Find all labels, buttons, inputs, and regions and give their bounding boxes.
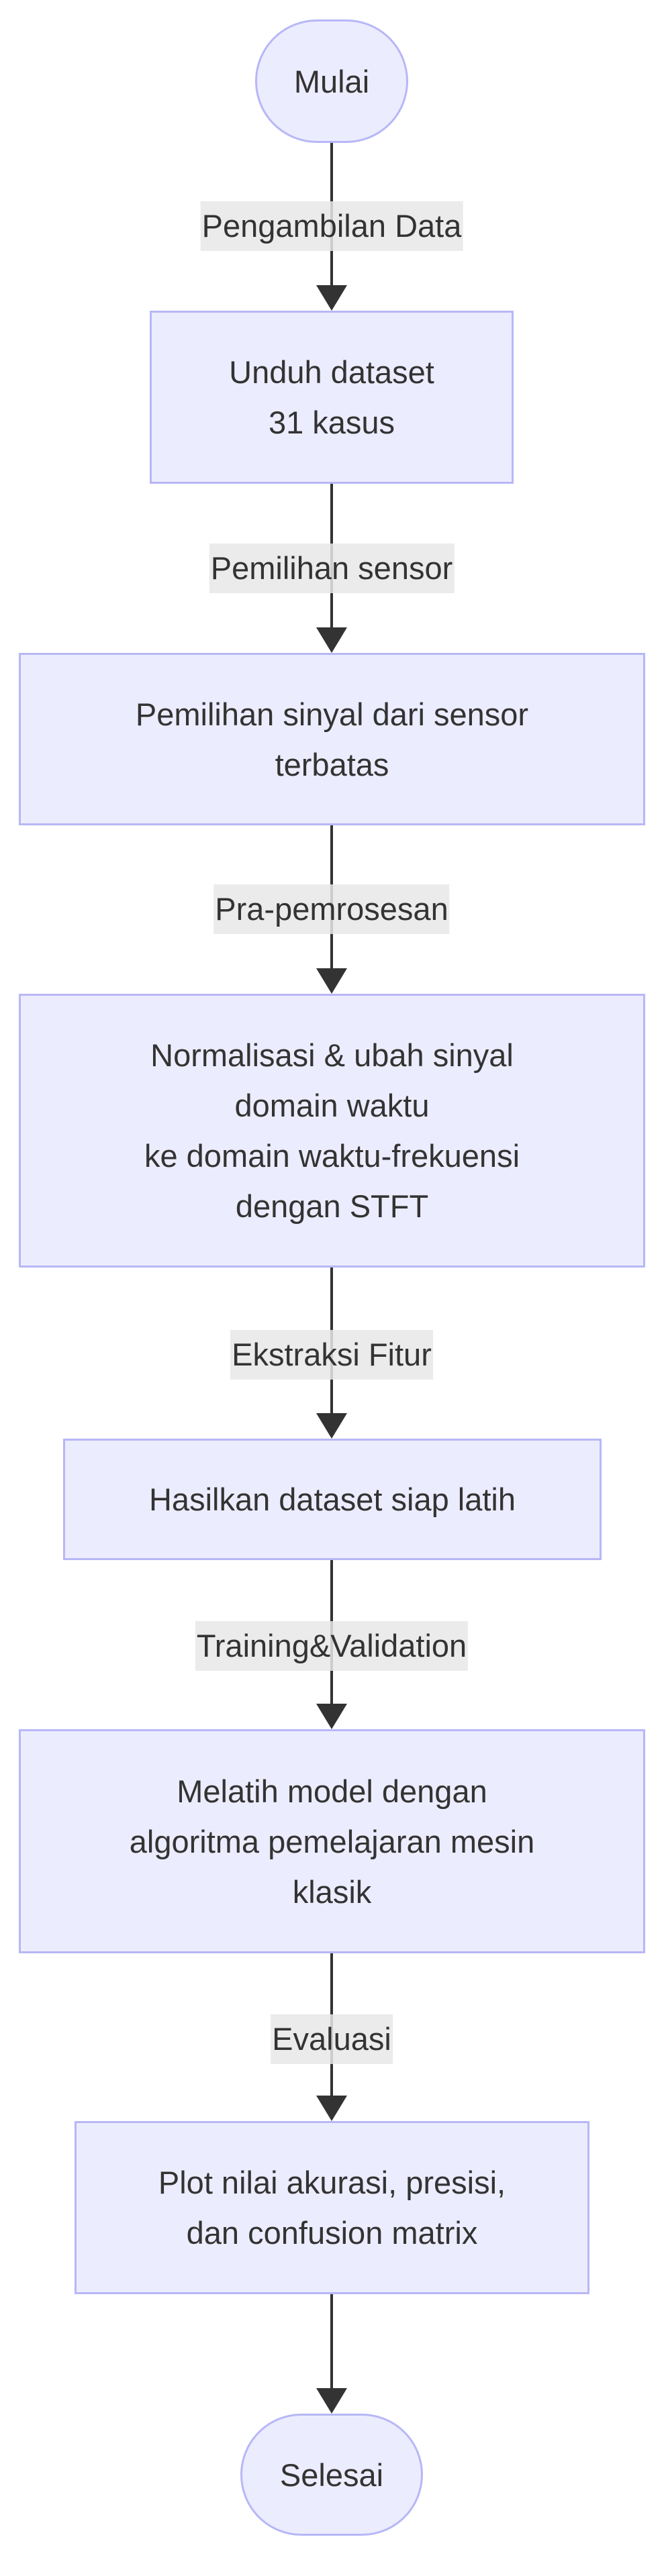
- arrowhead-icon: [316, 627, 347, 653]
- node-text: Hasilkan dataset siap latih: [148, 1482, 516, 1517]
- edge-label-evaluation: Evaluasi: [271, 2014, 393, 2064]
- arrowhead-icon: [316, 285, 347, 311]
- node-text: klasik: [292, 1873, 372, 1910]
- plot-metrics-node: Plot nilai akurasi, presisi, dan confusi…: [75, 2121, 589, 2294]
- download-dataset-node: Unduh dataset 31 kasus: [150, 311, 514, 484]
- node-text: Melatih model dengan: [177, 1773, 487, 1809]
- node-text: Mulai: [293, 63, 370, 99]
- node-text: Plot nilai akurasi, presisi,: [158, 2165, 506, 2200]
- node-text: terbatas: [275, 746, 389, 782]
- end-node: Selesai: [240, 2414, 423, 2536]
- node-text: dengan STFT: [235, 1188, 429, 1224]
- edge-label-preprocessing: Pra-pemrosesan: [213, 884, 450, 934]
- node-text: Pemilihan sinyal dari sensor: [135, 696, 529, 732]
- arrowhead-icon: [316, 1704, 347, 1729]
- normalization-stft-node: Normalisasi & ubah sinyal domain waktu k…: [19, 994, 645, 1268]
- node-text: dan confusion matrix: [186, 2215, 478, 2251]
- edge-label-sensor-selection: Pemilihan sensor: [209, 544, 455, 593]
- edge-label-feature-extraction: Ekstraksi Fitur: [230, 1330, 433, 1380]
- node-text: Selesai: [279, 2457, 384, 2493]
- arrowhead-icon: [316, 1413, 347, 1439]
- node-text: algoritma pemelajaran mesin: [129, 1823, 535, 1859]
- arrowhead-icon: [316, 2096, 347, 2121]
- node-text: domain waktu: [234, 1088, 430, 1123]
- start-node: Mulai: [255, 19, 408, 143]
- edge-label-training-validation: Training&Validation: [195, 1621, 469, 1671]
- train-model-node: Melatih model dengan algoritma pemelajar…: [19, 1729, 645, 1953]
- training-dataset-node: Hasilkan dataset siap latih: [63, 1439, 602, 1560]
- node-text: Normalisasi & ubah sinyal: [150, 1037, 514, 1073]
- node-text: Unduh dataset: [229, 354, 434, 390]
- arrowhead-icon: [316, 968, 347, 994]
- node-text: ke domain waktu-frekuensi: [144, 1138, 520, 1174]
- node-text: 31 kasus: [268, 405, 395, 440]
- arrowhead-icon: [316, 2388, 347, 2414]
- edge-label-data-collection: Pengambilan Data: [200, 201, 463, 251]
- signal-selection-node: Pemilihan sinyal dari sensor terbatas: [19, 653, 645, 825]
